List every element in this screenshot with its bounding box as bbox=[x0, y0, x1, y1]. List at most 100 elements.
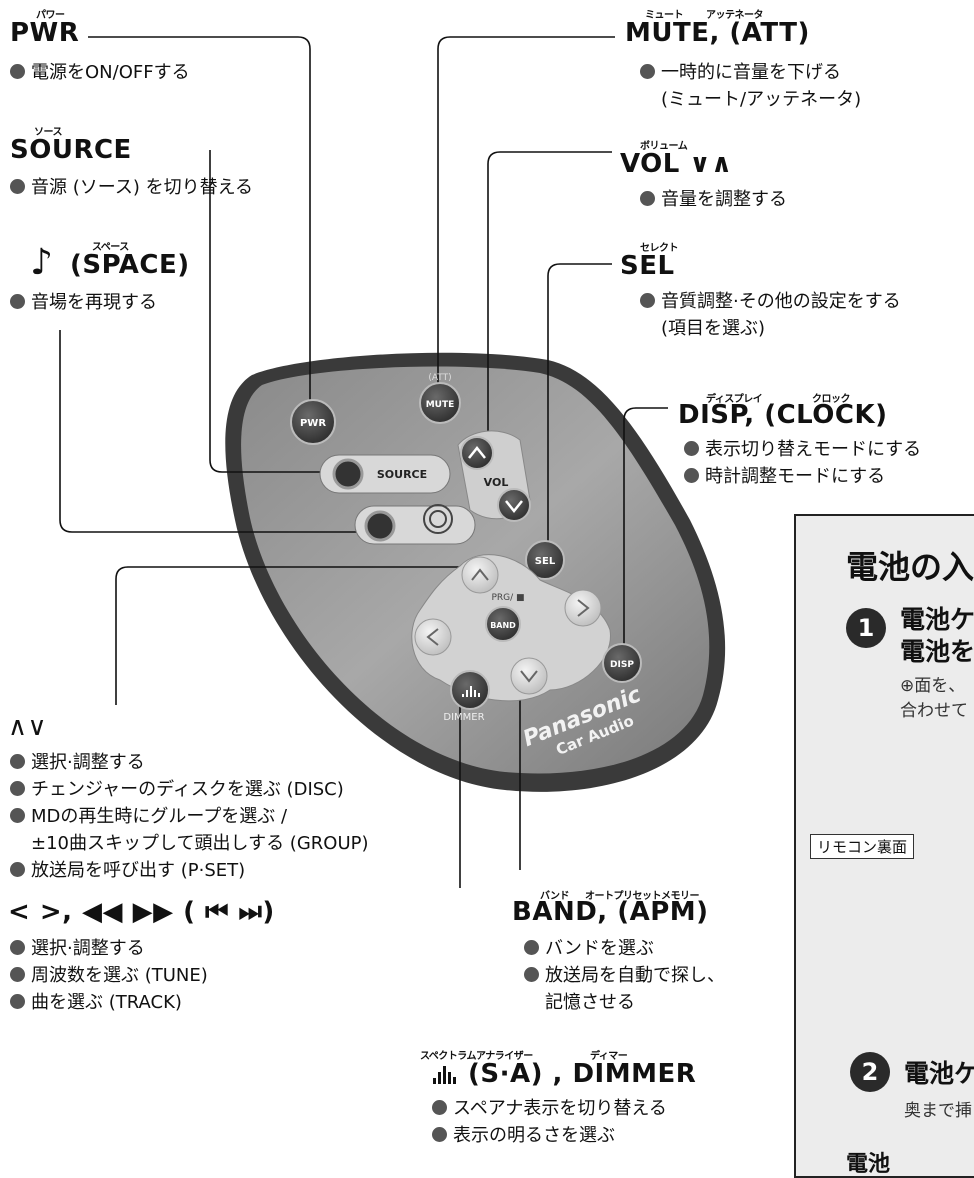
step2-line1: 電池ケ bbox=[904, 1059, 974, 1088]
remote-vol-text: VOL bbox=[484, 476, 509, 489]
apm-ruby: オートプリセットメモリー bbox=[585, 891, 700, 902]
remote-sel-text: SEL bbox=[535, 556, 556, 567]
space-desc: 音場を再現する bbox=[10, 290, 157, 315]
disp-button-graphic: DISP bbox=[602, 643, 642, 683]
bullet-icon bbox=[432, 1100, 447, 1115]
back-label: リモコン裏面 bbox=[810, 834, 915, 859]
panel-heading: 電池の入 bbox=[846, 548, 974, 586]
bullet-icon bbox=[432, 1127, 447, 1142]
bullet-icon bbox=[10, 940, 25, 955]
band-ruby: バンド bbox=[540, 891, 570, 902]
bullet-icon bbox=[524, 940, 539, 955]
updown-desc-3-cont: ±10曲スキップして頭出しする (GROUP) bbox=[31, 833, 369, 854]
mute-desc-cont: (ミュート/アッテネータ) bbox=[661, 89, 862, 110]
bullet-icon bbox=[10, 994, 25, 1009]
step1-number: 1 bbox=[846, 608, 886, 648]
remote-band-text: BAND bbox=[490, 621, 516, 630]
updown-title: ∧∨ bbox=[8, 712, 48, 742]
sel-title: SEL bbox=[620, 251, 675, 281]
att-ruby: アッテネータ bbox=[706, 10, 764, 21]
sa-ruby: スペクトラムアナライザー bbox=[420, 1051, 533, 1062]
bullet-icon bbox=[640, 64, 655, 79]
clock-ruby: クロック bbox=[812, 394, 851, 405]
band-desc-2: 放送局を自動で探し、 bbox=[524, 963, 725, 988]
mute-button-graphic: (ATT) MUTE bbox=[419, 373, 461, 424]
sa-title: (S·A) , DIMMER bbox=[468, 1059, 697, 1089]
vol-title: VOL ∨∧ bbox=[620, 149, 733, 179]
remote-att-text: (ATT) bbox=[428, 373, 451, 383]
disp-desc-1: 表示切り替えモードにする bbox=[684, 437, 921, 462]
updown-desc-2: チェンジャーのディスクを選ぶ (DISC) bbox=[10, 777, 344, 802]
spectrum-icon bbox=[432, 1064, 458, 1090]
vol-buttons-graphic: VOL bbox=[457, 430, 531, 522]
updown-desc-4: 放送局を呼び出す (P·SET) bbox=[10, 858, 245, 883]
bottom-cut-text: 電池 bbox=[846, 1152, 891, 1177]
step1-line1: 電池ケ bbox=[900, 605, 974, 634]
mute-desc: 一時的に音量を下げる bbox=[640, 60, 841, 85]
step2-text: 奥まで挿 bbox=[904, 1101, 972, 1121]
leftright-desc-1: 選択·調整する bbox=[10, 936, 145, 961]
sa-desc-2: 表示の明るさを選ぶ bbox=[432, 1123, 615, 1148]
bullet-icon bbox=[684, 468, 699, 483]
bullet-icon bbox=[10, 754, 25, 769]
space-ruby: スペース bbox=[92, 242, 129, 253]
band-title: BAND, (APM) bbox=[512, 897, 709, 927]
dimmer-button-graphic: DIMMER bbox=[443, 670, 490, 723]
sel-desc-cont: (項目を選ぶ) bbox=[661, 318, 766, 339]
step1-text1: ⊕面を、 bbox=[900, 676, 966, 696]
pwr-button-graphic: PWR bbox=[290, 399, 336, 445]
sa-desc-1: スペアナ表示を切り替える bbox=[432, 1096, 667, 1121]
bullet-icon bbox=[10, 781, 25, 796]
updown-desc-3: MDの再生時にグループを選ぶ / bbox=[10, 804, 287, 829]
battery-panel: 電池の入 1 電池ケ 電池を ⊕面を、 合わせて リモコン裏面 2 電池ケ 奥ま… bbox=[794, 514, 974, 1178]
disp-desc-2: 時計調整モードにする bbox=[684, 464, 885, 489]
sel-ruby: セレクト bbox=[640, 243, 679, 254]
leftright-desc-3: 曲を選ぶ (TRACK) bbox=[10, 990, 182, 1015]
remote-dimmer-text: DIMMER bbox=[443, 712, 484, 723]
space-title: (SPACE) bbox=[70, 250, 190, 280]
step2-number: 2 bbox=[850, 1052, 890, 1092]
sel-button-graphic: SEL bbox=[525, 540, 565, 580]
dimmer-ruby: ディマー bbox=[590, 1051, 628, 1062]
remote-pwr-text: PWR bbox=[300, 418, 326, 429]
bullet-icon bbox=[10, 808, 25, 823]
remote-disp-text: DISP bbox=[610, 660, 634, 670]
space-button-graphic bbox=[354, 504, 476, 545]
bullet-icon bbox=[10, 862, 25, 877]
pwr-title: PWR bbox=[10, 18, 80, 48]
leftright-title: < >, ◀◀ ▶▶ ( ⏮ ⏭) bbox=[8, 897, 275, 927]
leader-lines bbox=[59, 36, 668, 888]
cross-pad-graphic: PRG/ ■ BAND bbox=[411, 554, 611, 702]
source-ruby: ソース bbox=[34, 127, 63, 138]
pwr-desc: 電源をON/OFFする bbox=[10, 60, 190, 85]
source-title: SOURCE bbox=[10, 135, 132, 165]
bullet-icon bbox=[684, 441, 699, 456]
bullet-icon bbox=[10, 179, 25, 194]
bullet-icon bbox=[10, 64, 25, 79]
updown-desc-1: 選択·調整する bbox=[10, 750, 145, 775]
vol-desc: 音量を調整する bbox=[640, 187, 787, 212]
bullet-icon bbox=[10, 967, 25, 982]
music-note-icon: ♪ bbox=[30, 242, 53, 283]
bullet-icon bbox=[640, 191, 655, 206]
mute-ruby: ミュート bbox=[645, 10, 684, 21]
disp-title: DISP, (CLOCK) bbox=[678, 400, 888, 430]
remote-prg-text: PRG/ ■ bbox=[491, 593, 524, 603]
sel-desc: 音質調整·その他の設定をする bbox=[640, 289, 901, 314]
band-desc-2-cont: 記憶させる bbox=[545, 992, 635, 1013]
bullet-icon bbox=[524, 967, 539, 982]
mute-title: MUTE, (ATT) bbox=[625, 18, 810, 48]
source-button-graphic: SOURCE bbox=[319, 454, 451, 494]
band-desc-1: バンドを選ぶ bbox=[524, 936, 654, 961]
bullet-icon bbox=[640, 293, 655, 308]
remote-mute-text: MUTE bbox=[426, 400, 455, 410]
vol-ruby: ボリューム bbox=[640, 141, 688, 152]
disp-ruby: ディスプレイ bbox=[706, 394, 763, 405]
step1-line2: 電池を bbox=[900, 637, 974, 666]
source-desc: 音源 (ソース) を切り替える bbox=[10, 175, 253, 200]
bullet-icon bbox=[10, 294, 25, 309]
leftright-desc-2: 周波数を選ぶ (TUNE) bbox=[10, 963, 208, 988]
remote-source-text: SOURCE bbox=[377, 468, 427, 481]
step1-text2: 合わせて bbox=[900, 701, 968, 721]
